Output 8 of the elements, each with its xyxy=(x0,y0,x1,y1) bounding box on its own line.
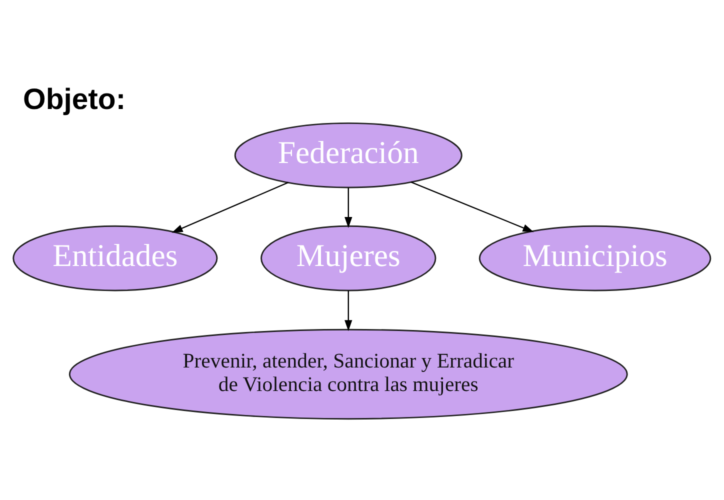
arrow xyxy=(344,187,352,228)
arrow xyxy=(344,290,352,331)
diagram-title: Objeto: xyxy=(23,82,126,116)
node-ellipse: Federación xyxy=(234,122,462,188)
arrow xyxy=(410,181,534,232)
node-ellipse: Mujeres xyxy=(260,224,436,291)
arrow xyxy=(172,181,289,232)
node-ellipse: Prevenir, atender, Sancionar y Erradicar de Violencia contra las mujeres xyxy=(68,328,628,420)
